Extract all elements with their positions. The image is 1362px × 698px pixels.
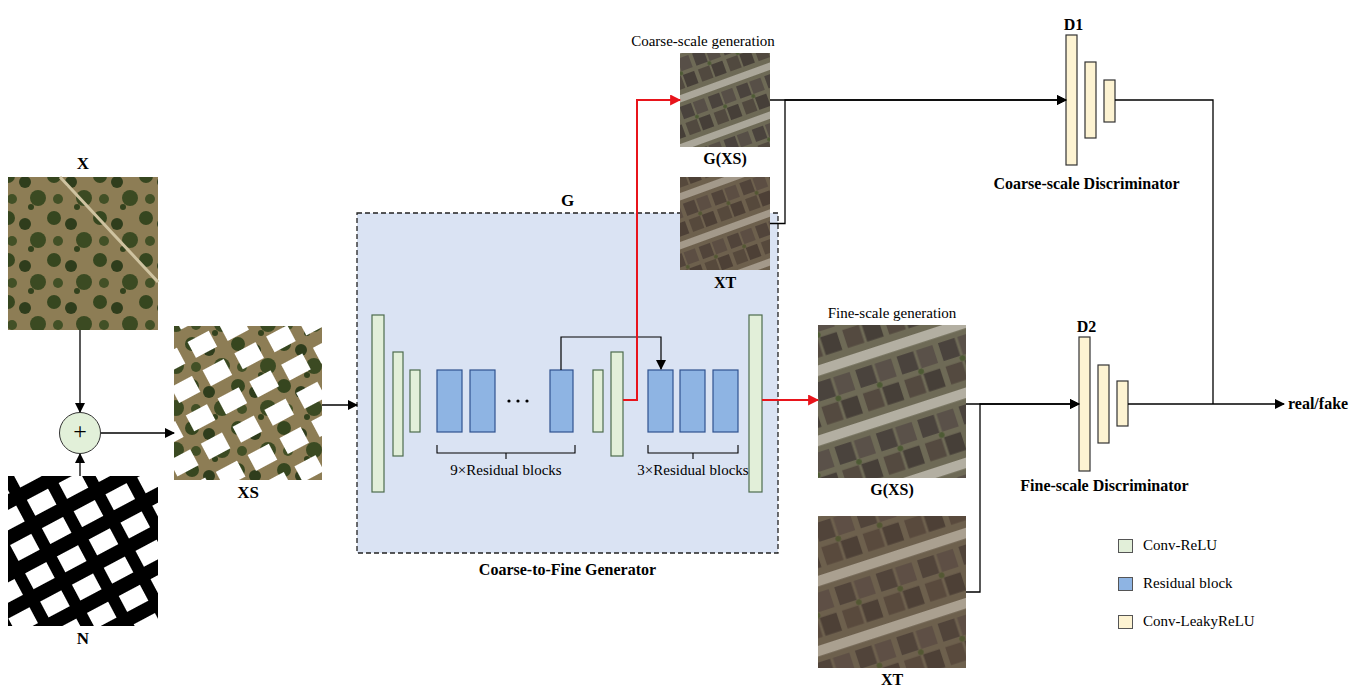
node-label: X — [77, 154, 89, 174]
generator-box: GCoarse-to-Fine Generator — [357, 213, 778, 553]
legend-text: Conv-LeakyReLU — [1143, 613, 1255, 630]
legend-swatch — [1118, 539, 1133, 553]
node-label: XS — [237, 483, 259, 503]
node-caption: Coarse-scale Discriminator — [993, 175, 1179, 193]
generated-image — [818, 325, 966, 478]
mask-image — [8, 476, 158, 626]
node-label: + — [73, 418, 87, 446]
legend-text: Residual block — [1143, 575, 1233, 592]
conv-relu-layer — [372, 315, 762, 492]
node-label: Fine-scale generation — [828, 305, 957, 322]
generated-image: Coarse-scale generationG(XS) — [680, 53, 770, 147]
block-count: 9×Residual blocks — [450, 462, 561, 479]
target-image — [818, 516, 966, 668]
synthetic-image — [174, 326, 322, 480]
flow-arrow — [79, 454, 80, 476]
mask-image: N — [8, 476, 158, 626]
block-count: 3×Residual blocks — [637, 462, 748, 479]
feature-arrow — [623, 100, 680, 400]
generated-image: Fine-scale generationG(XS) — [818, 325, 966, 478]
legend-text: Conv-ReLU — [1143, 537, 1217, 554]
generator-panel — [357, 213, 778, 553]
flow-arrow — [770, 100, 1066, 224]
skip-connection — [561, 337, 661, 370]
target-image — [680, 177, 770, 270]
output-arrow — [1128, 403, 1284, 404]
node-label: Coarse-scale generation — [631, 33, 775, 50]
flow-arrow — [770, 99, 1066, 100]
flow-arrow — [101, 432, 174, 433]
flow-arrow — [79, 330, 80, 412]
target-image: XT — [680, 177, 770, 270]
legend-row: Conv-ReLU — [1118, 537, 1255, 575]
legend-swatch — [1118, 577, 1133, 591]
discriminator: D1Coarse-scale Discriminator — [1066, 35, 1117, 165]
output-wire — [1115, 100, 1213, 404]
flow-arrow — [966, 404, 1079, 592]
residual-block — [437, 370, 738, 432]
node-label: XT — [714, 274, 736, 292]
ellipsis-dots — [507, 399, 528, 402]
flow-arrow — [322, 404, 357, 405]
input-image: X — [8, 177, 158, 330]
output-label: real/fake — [1288, 395, 1348, 413]
node-label: N — [77, 629, 89, 649]
node-caption: G(XS) — [870, 481, 914, 499]
legend-swatch — [1118, 615, 1133, 629]
discriminator: D2Fine-scale Discriminator — [1079, 337, 1130, 471]
node-label: XT — [881, 671, 903, 689]
legend-row: Conv-LeakyReLU — [1118, 613, 1255, 651]
discriminator-layer — [1066, 35, 1128, 471]
node-label: G — [561, 191, 574, 211]
flow-arrow — [966, 403, 1079, 404]
bracket — [437, 445, 738, 459]
generated-image — [680, 53, 770, 147]
feature-arrow — [762, 399, 818, 401]
node-label: D2 — [1077, 318, 1097, 336]
node-caption: G(XS) — [703, 150, 747, 168]
legend-row: Residual block — [1118, 575, 1255, 613]
target-image: XT — [818, 516, 966, 668]
node-caption: Fine-scale Discriminator — [1020, 477, 1188, 495]
legend: Conv-ReLU Residual blockConv-LeakyReLU — [1118, 537, 1255, 651]
node-caption: Coarse-to-Fine Generator — [479, 561, 656, 579]
node-label: D1 — [1064, 16, 1084, 34]
synthetic-image: XS — [174, 326, 322, 480]
add-operator: + — [59, 412, 101, 454]
input-image — [8, 177, 158, 330]
